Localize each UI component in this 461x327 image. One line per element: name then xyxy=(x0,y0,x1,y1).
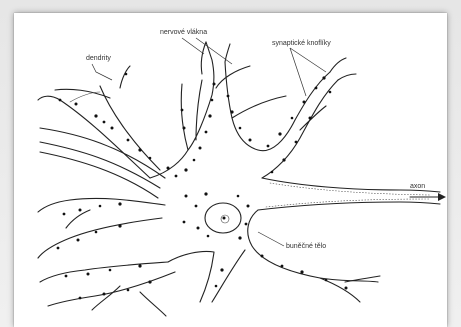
synaptic-knobs xyxy=(57,73,348,300)
label-nerve-fibres: nervové vlákna xyxy=(160,29,207,36)
neuron-body xyxy=(150,60,440,302)
label-axon: axon xyxy=(410,183,425,190)
label-synaptic-knobs: synaptické knoflíky xyxy=(272,40,331,47)
label-dendrites: dendrity xyxy=(86,55,111,62)
label-cell-body: buněčné tělo xyxy=(286,243,326,250)
axon-arrow xyxy=(410,193,446,201)
